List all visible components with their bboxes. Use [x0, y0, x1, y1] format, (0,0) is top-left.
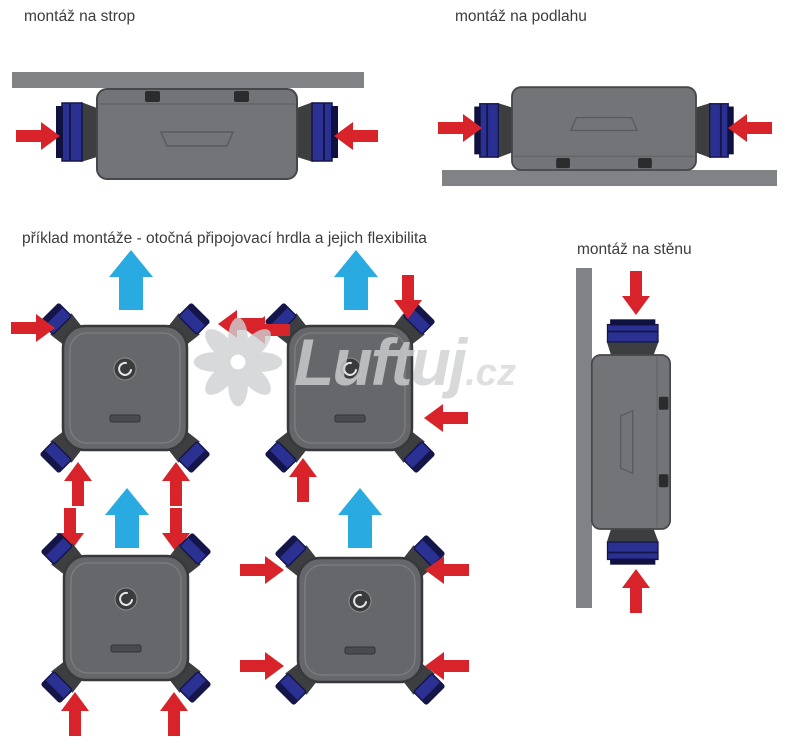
airflow-arrow-left-icon	[334, 122, 378, 150]
unit-top-view-1	[11, 250, 262, 506]
label-floor-mount: montáž na podlahu	[455, 8, 587, 25]
airflow-arrow-down-icon	[622, 271, 650, 315]
ventilation-unit-side-view	[473, 86, 735, 171]
unit-top-view-4	[240, 488, 469, 706]
unit-top-view-2	[246, 250, 468, 502]
exhaust-arrow-up-icon	[334, 250, 378, 310]
exhaust-arrow-up-icon	[109, 250, 153, 310]
exhaust-arrow-up-icon	[105, 488, 149, 548]
airflow-arrow-up-icon	[162, 462, 190, 506]
airflow-arrow-left-icon	[424, 404, 468, 432]
airflow-arrow-up-icon	[622, 569, 650, 613]
floor-surface	[442, 170, 777, 186]
label-wall-mount: montáž na stěnu	[577, 241, 692, 258]
airflow-arrow-right-icon	[16, 122, 60, 150]
airflow-arrow-up-icon	[61, 692, 89, 736]
airflow-arrow-left-icon	[728, 114, 772, 142]
wall-mount-diagram	[576, 268, 672, 613]
airflow-arrow-up-icon	[289, 458, 317, 502]
airflow-arrow-up-icon	[160, 692, 188, 736]
exhaust-arrow-up-icon	[338, 488, 382, 548]
label-ceiling-mount: montáž na strop	[24, 8, 136, 25]
wall-surface	[576, 268, 592, 608]
airflow-arrow-up-icon	[64, 462, 92, 506]
ceiling-surface	[12, 72, 364, 88]
ceiling-mount-diagram	[12, 72, 378, 180]
ventilation-unit-side-view	[590, 318, 672, 566]
airflow-arrow-right-icon	[240, 556, 284, 584]
unit-top-view-3	[40, 488, 212, 736]
label-example-mount: příklad montáže - otočná připojovací hrd…	[22, 230, 427, 247]
airflow-arrow-right-icon	[240, 652, 284, 680]
spigot-flexibility-diagram	[11, 250, 469, 736]
ventilation-unit-side-view	[55, 88, 339, 180]
floor-mount-diagram	[438, 86, 777, 186]
